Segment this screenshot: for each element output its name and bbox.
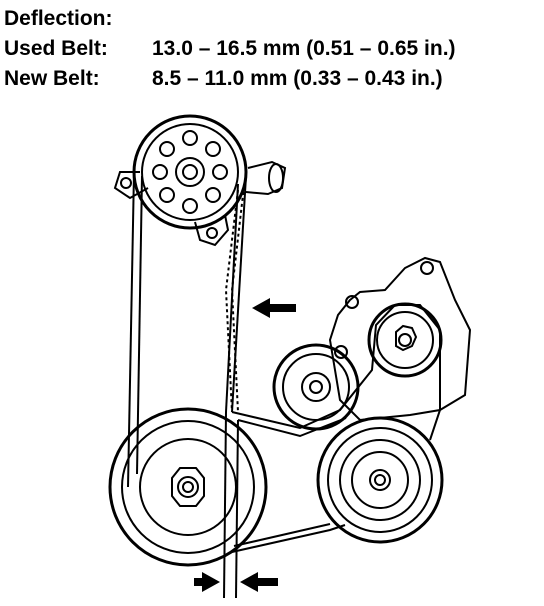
arrow-right-icon: [194, 572, 220, 592]
new-belt-row: New Belt: 8.5 – 11.0 mm (0.33 – 0.43 in.…: [4, 64, 456, 94]
idler-pulley: [272, 343, 360, 431]
pump-mount-hole: [206, 227, 218, 239]
pump-mount-ear: [113, 171, 149, 200]
bracket-bolt-hole: [420, 261, 434, 275]
new-belt-value: 8.5 – 11.0 mm (0.33 – 0.43 in.): [152, 67, 443, 90]
power-steering-pulley: [316, 416, 444, 544]
water-pump-pulley: [132, 114, 248, 230]
coolant-hose-end: [268, 163, 284, 193]
arrow-left-icon: [252, 298, 296, 318]
alternator-pulley: [367, 302, 443, 378]
drive-belt: [127, 171, 441, 599]
used-belt-row: Used Belt: 13.0 – 16.5 mm (0.51 – 0.65 i…: [4, 34, 456, 64]
used-belt-label: Used Belt:: [4, 37, 108, 60]
deflection-spec: Deflection: Used Belt: 13.0 – 16.5 mm (0…: [4, 4, 456, 94]
pump-mount-hole: [120, 177, 132, 189]
bracket-bolt-hole: [345, 295, 359, 309]
new-belt-label: New Belt:: [4, 67, 100, 90]
used-belt-value: 13.0 – 16.5 mm (0.51 – 0.65 in.): [152, 37, 456, 60]
arrow-left-icon: [240, 572, 278, 592]
pump-mount-ear: [194, 214, 230, 247]
spec-title: Deflection:: [4, 7, 113, 30]
deflected-belt-path: [224, 185, 245, 413]
crankshaft-pulley: [108, 407, 268, 567]
